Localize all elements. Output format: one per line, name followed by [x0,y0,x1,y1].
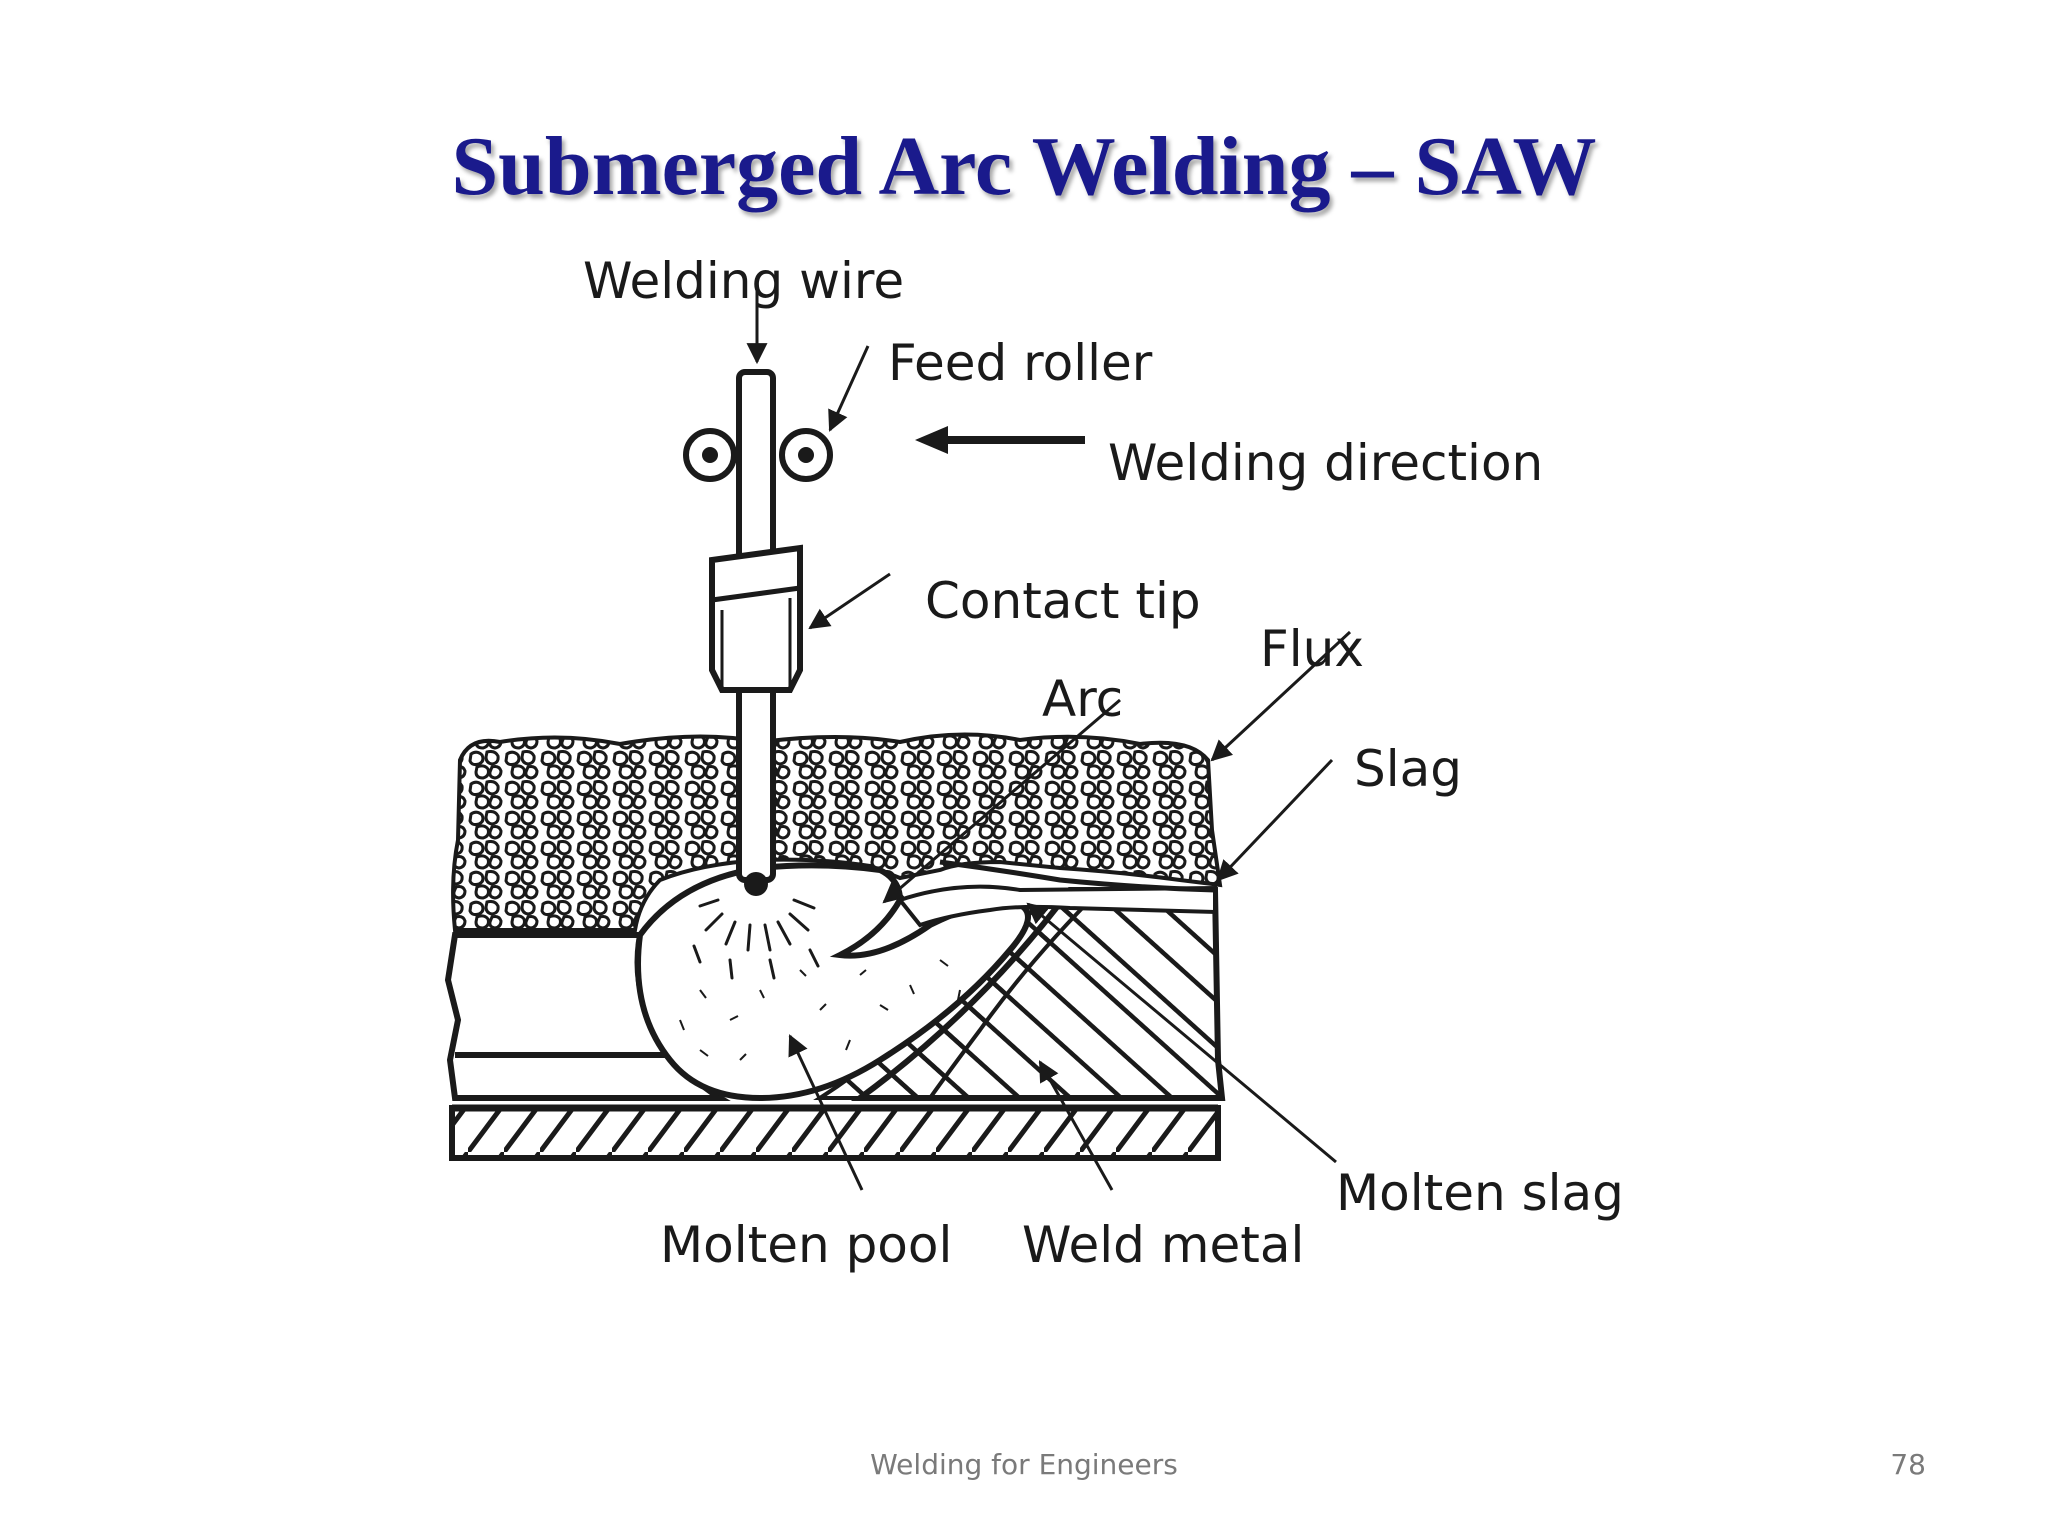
label-feed-roller: Feed roller [888,334,1153,392]
feed-roller-right [779,428,833,482]
wire-tip [744,872,768,896]
label-welding-wire: Welding wire [583,252,904,310]
label-molten-slag: Molten slag [1336,1164,1624,1222]
slide-title: Submerged Arc Welding – SAW [451,120,1597,213]
arc-rays [692,898,820,980]
contact-tip [709,544,803,693]
label-flux: Flux [1260,620,1364,678]
feed-roller-left [683,428,737,482]
flux-layer [451,732,1223,932]
label-weld-metal: Weld metal [1022,1216,1304,1274]
label-contact-tip: Contact tip [925,572,1201,630]
molten-slag-layer [939,859,1216,893]
label-slag: Slag [1354,740,1462,798]
label-arc: Arc [1042,670,1123,728]
arrow-left-icon [915,426,948,454]
label-molten-pool: Molten pool [660,1216,952,1274]
page-number: 78 [1890,1448,1926,1481]
label-welding-direction: Welding direction [1108,434,1543,492]
leader-lines [746,290,1352,1191]
slide-footer: Welding for Engineers [870,1448,1178,1481]
